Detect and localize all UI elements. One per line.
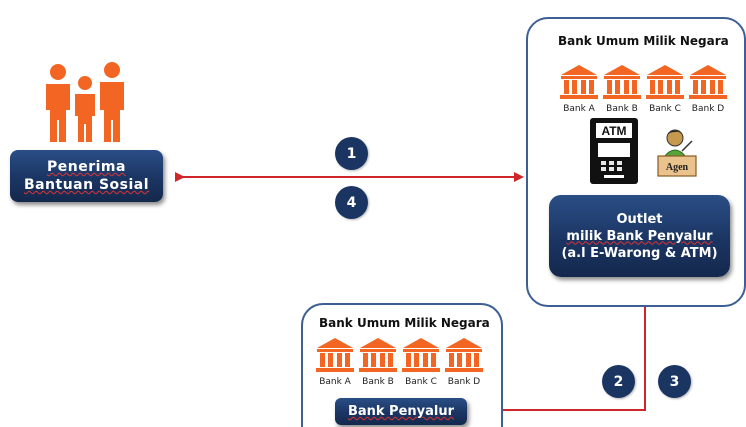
bank-building-icon xyxy=(689,65,727,99)
bank-building-icon xyxy=(560,65,598,99)
top-bank-label-b: Bank B xyxy=(606,104,638,114)
outlet-box: Outlet milik Bank Penyalur (a.l E-Warong… xyxy=(549,195,730,277)
bank-building-icon xyxy=(316,338,354,372)
top-bank-label-c: Bank C xyxy=(649,104,681,114)
atm-machine-icon: ATM xyxy=(590,118,638,184)
recipient-line2: Bantuan Sosial xyxy=(23,177,150,193)
people-icon xyxy=(46,62,124,142)
bottom-panel-title: Bank Umum Milik Negara xyxy=(319,316,490,330)
arrow-penyalur-outlet xyxy=(495,280,650,415)
atm-text: ATM xyxy=(601,124,626,138)
agent-text: Agen xyxy=(666,162,689,173)
bank-building-icon xyxy=(402,338,440,372)
outlet-line2: milik Bank Penyalur xyxy=(566,228,713,244)
step-4-badge: 4 xyxy=(335,186,368,219)
recipient-line1: Penerima xyxy=(47,159,126,175)
step-3-badge: 3 xyxy=(658,365,691,398)
top-bank-label-d: Bank D xyxy=(691,104,725,114)
step-1-badge: 1 xyxy=(335,137,368,170)
distributor-bank-label: Bank Penyalur xyxy=(347,404,455,419)
bottom-bank-icons xyxy=(316,338,483,372)
outlet-line3: (a.l E-Warong & ATM) xyxy=(561,245,718,261)
bank-building-icon xyxy=(359,338,397,372)
bottom-bank-label-b: Bank B xyxy=(362,377,394,387)
recipient-box: Penerima Bantuan Sosial xyxy=(10,150,163,202)
top-bank-icons xyxy=(560,65,727,99)
bank-building-icon xyxy=(445,338,483,372)
bottom-bank-label-a: Bank A xyxy=(319,377,351,387)
bank-building-icon xyxy=(603,65,641,99)
distributor-bank-box: Bank Penyalur xyxy=(335,398,467,425)
outlet-line1: Outlet xyxy=(616,211,663,227)
bank-building-icon xyxy=(646,65,684,99)
step-2-badge: 2 xyxy=(602,365,635,398)
bottom-bank-label-c: Bank C xyxy=(405,377,437,387)
top-panel-title: Bank Umum Milik Negara xyxy=(558,34,729,48)
top-bank-label-a: Bank A xyxy=(563,104,595,114)
bottom-bank-label-d: Bank D xyxy=(447,377,481,387)
agent-person-icon: Agen xyxy=(657,129,697,177)
